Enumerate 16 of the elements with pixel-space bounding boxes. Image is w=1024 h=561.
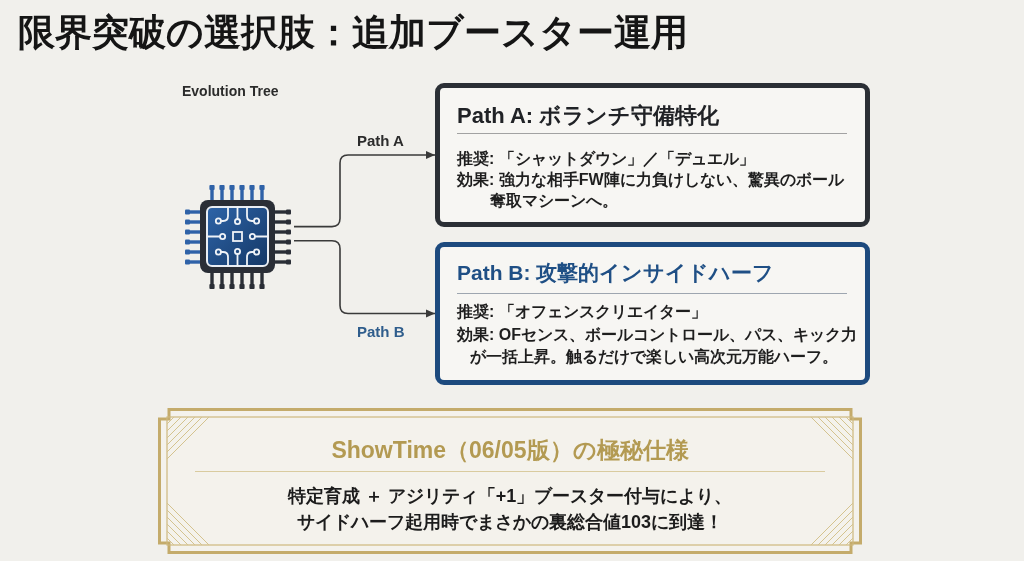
microchip-icon — [183, 183, 294, 292]
effect-text: 効果: 強力な相手FW陣に力負けしない、驚異のボール奪取マシーンへ。 — [457, 170, 845, 211]
connector-arrow — [293, 239, 436, 318]
effect-text: 効果: OFセンス、ボールコントロール、パス、キック力が一括上昇。触るだけで楽しい高次元万能ハーフ。 — [457, 325, 858, 367]
recommendation-text: 推奨: 「オフェンスクリエイター」 — [457, 302, 707, 322]
connector-arrow — [293, 151, 436, 228]
card-heading: Path B: 攻撃的インサイドハーフ — [457, 260, 775, 286]
info-card — [435, 242, 870, 385]
page-title: 限界突破の選択肢：追加ブースター運用 — [18, 11, 688, 55]
info-card — [435, 83, 870, 227]
recommendation-text: 推奨: 「シャットダウン」／「デュエル」 — [457, 149, 755, 169]
ornate-panel — [158, 408, 862, 554]
section-label: Evolution Tree — [182, 82, 279, 100]
panel-text: 特定育成 ＋ アジリティ「+1」ブースター付与により、サイドハーフ起用時でまさかの裏総合値103に到達！ — [286, 485, 734, 534]
panel-heading: ShowTime（06/05版）の極秘仕様 — [330, 436, 690, 464]
card-heading: Path A: ボランチ守備特化 — [457, 103, 720, 129]
